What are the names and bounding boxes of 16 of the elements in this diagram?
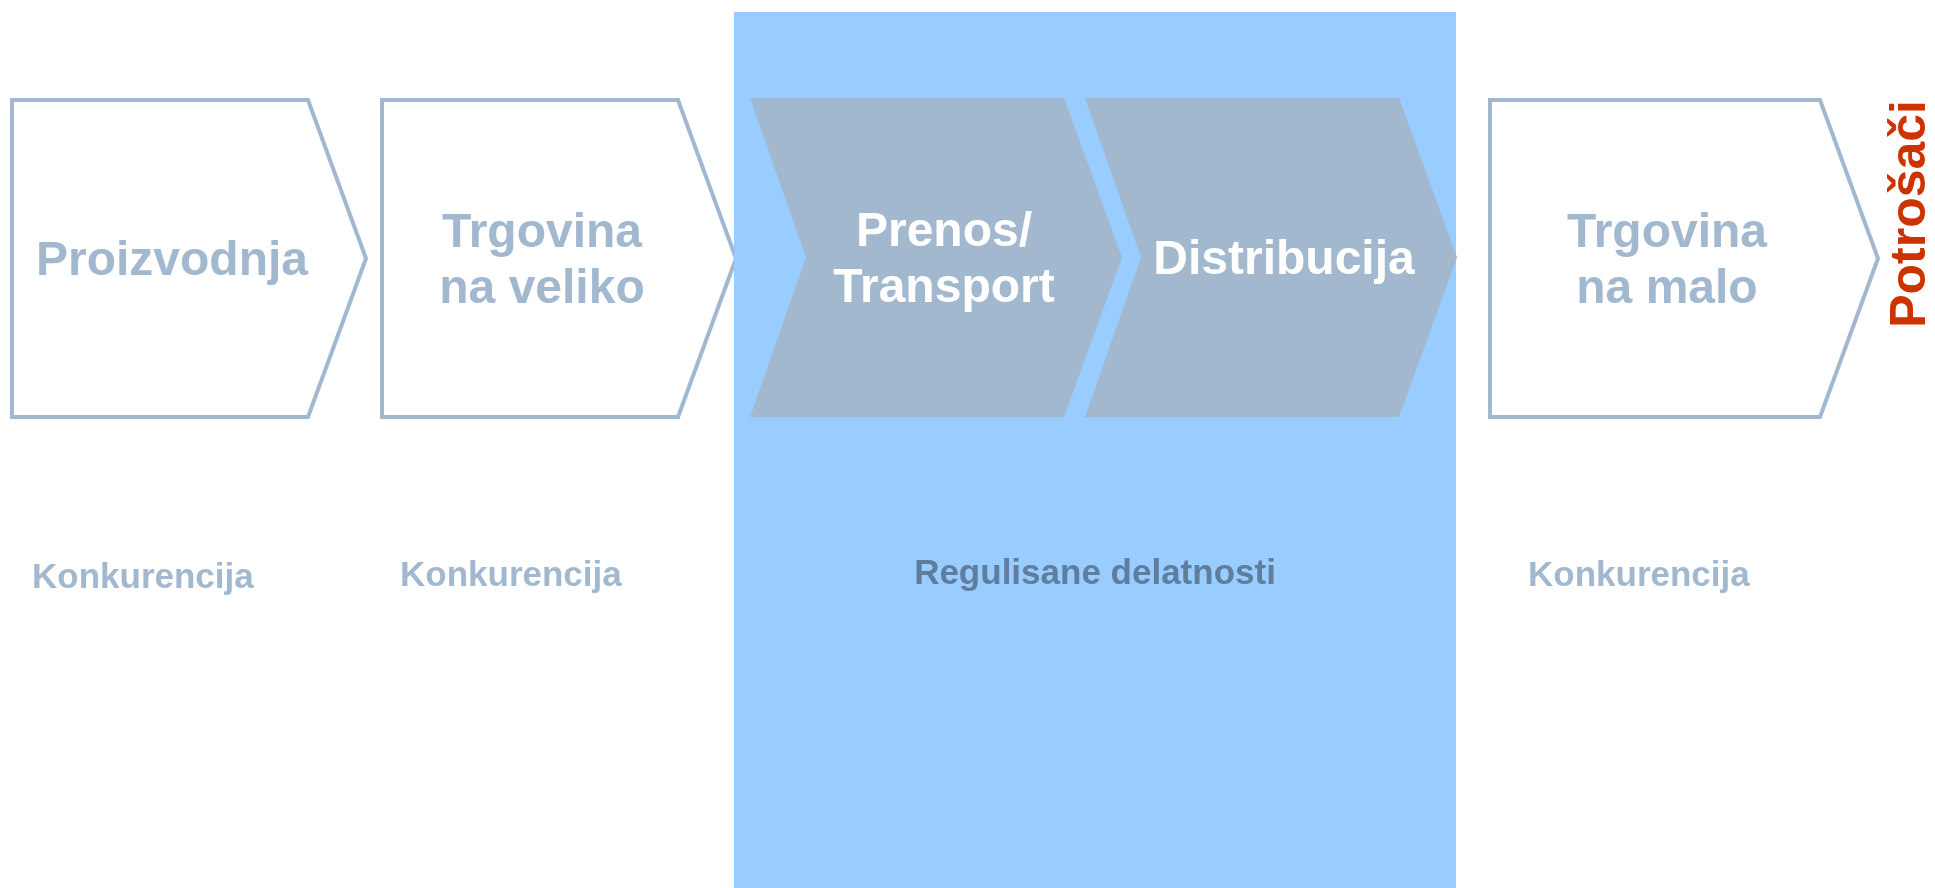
- step-label: Prenos/ Transport: [832, 201, 1056, 314]
- chevron-step: [1490, 100, 1878, 417]
- chevron-step: [750, 98, 1122, 417]
- market-type-label: Konkurencija: [1528, 554, 1750, 594]
- chevron-step: [1085, 98, 1457, 417]
- zone-label: Regulisane delatnosti: [913, 552, 1277, 592]
- chevron-step: [12, 100, 366, 417]
- market-type-label: Konkurencija: [400, 554, 622, 594]
- chevron-step: [382, 100, 736, 417]
- step-label: Trgovina na veliko: [438, 202, 646, 315]
- step-label: Trgovina na malo: [1565, 202, 1769, 315]
- end-customer-label: Potrošači: [1882, 100, 1934, 328]
- step-label: Distribucija: [1152, 229, 1416, 286]
- regulated-zone-band: [734, 12, 1456, 888]
- step-label: Proizvodnja: [34, 230, 310, 287]
- market-type-label: Konkurencija: [32, 556, 254, 596]
